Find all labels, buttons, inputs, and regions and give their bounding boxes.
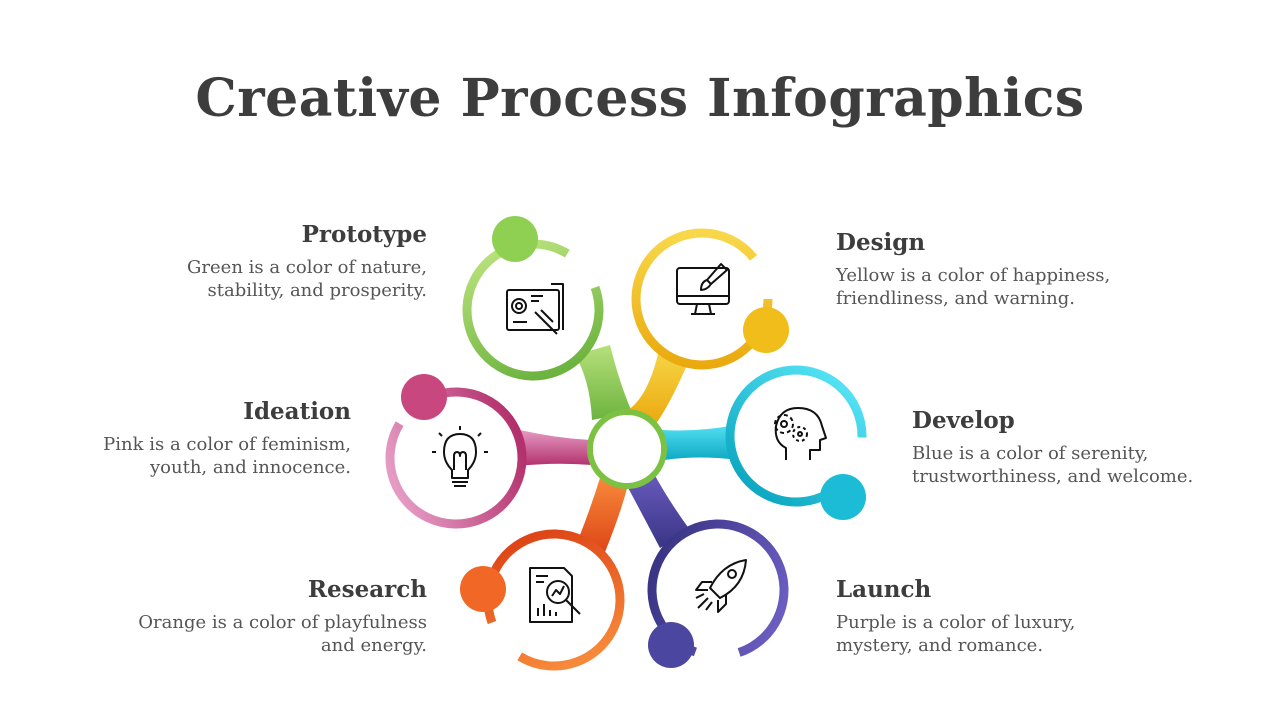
develop-arm [662,425,738,460]
petal-research [460,529,625,671]
design-arm [628,345,690,425]
research-dot [460,566,506,612]
ideation-arm [518,430,592,466]
design-description: Yellow is a color of happiness,friendlin… [836,265,1111,309]
develop-dot [820,474,866,520]
prototype-heading: Prototype [301,221,427,248]
petal-develop [725,365,867,520]
report-magnifier-icon [529,567,581,623]
ideation-heading: Ideation [243,398,351,425]
label-develop: Develop Blue is a color of serenity,trus… [912,407,1242,488]
ideation-description: Pink is a color of feminism,youth, and i… [103,434,351,478]
launch-dot [648,622,694,668]
connector-arms [518,345,738,552]
research-heading: Research [307,576,427,603]
research-arm [578,478,628,552]
rocket-icon [695,559,747,613]
head-gears-icon [774,407,827,460]
monitor-brush-icon [676,263,730,315]
label-research: Research Orange is a color of playfulnes… [97,576,427,657]
launch-arm [625,470,690,548]
lightbulb-icon [432,426,488,487]
develop-description: Blue is a color of serenity,trustworthin… [912,443,1194,487]
design-dot [743,307,789,353]
petal-prototype [462,216,604,381]
ideation-dot [401,374,447,420]
label-prototype: Prototype Green is a color of nature,sta… [97,221,427,302]
label-launch: Launch Purple is a color of luxury,myste… [836,576,1166,657]
design-heading: Design [836,229,926,256]
prototype-description: Green is a color of nature,stability, an… [187,257,427,301]
center-hub-fill [593,415,661,483]
prototype-arm [575,345,632,420]
prototype-dot [492,216,538,262]
label-ideation: Ideation Pink is a color of feminism,you… [21,398,351,479]
blueprint-icon [506,283,564,335]
launch-description: Purple is a color of luxury,mystery, and… [836,612,1076,656]
petal-design [631,228,789,370]
develop-heading: Develop [912,407,1015,434]
petal-launch [647,519,789,668]
label-design: Design Yellow is a color of happiness,fr… [836,229,1166,310]
center-hub [587,409,667,489]
launch-heading: Launch [836,576,932,603]
petal-ideation [385,374,527,529]
page-title: Creative Process Infographics [195,68,1085,129]
